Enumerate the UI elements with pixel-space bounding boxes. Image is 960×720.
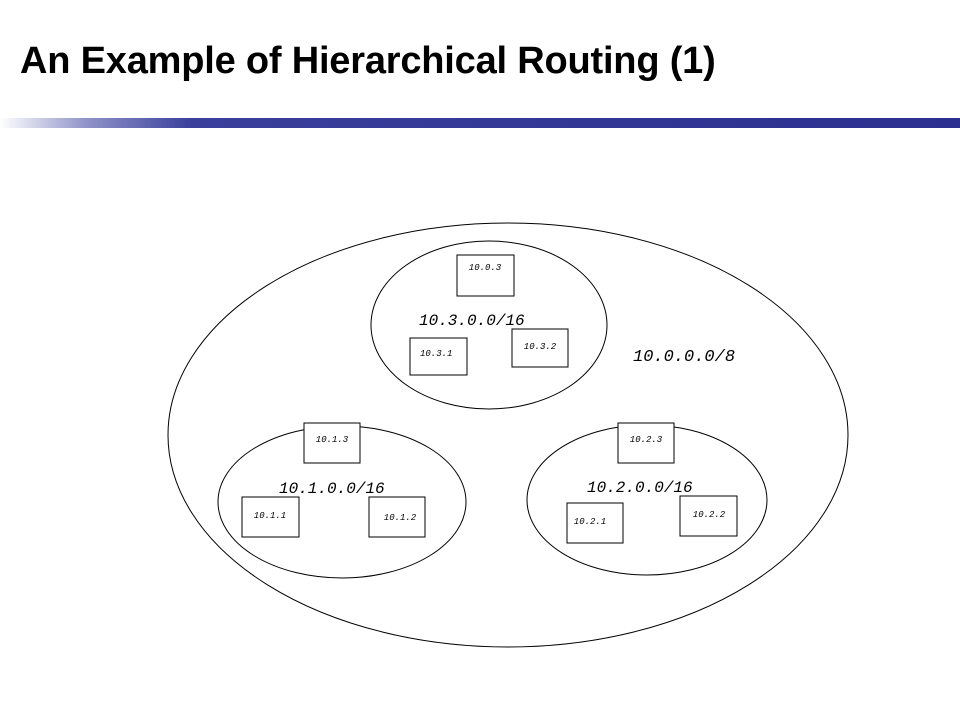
slide-title: An Example of Hierarchical Routing (1) [20, 40, 716, 82]
router-box: 10.1.2 [368, 496, 426, 538]
network-10-0-0-0-8 [167, 222, 849, 648]
subnet-left-label: 10.1.0.0/16 [279, 480, 385, 498]
router-box: 10.2.2 [679, 495, 738, 537]
router-box: 10.2.3 [617, 422, 675, 464]
router-label: 10.1.3 [316, 435, 349, 445]
subnet-top-label: 10.3.0.0/16 [419, 312, 525, 330]
router-box: 10.1.1 [241, 496, 300, 538]
router-label: 10.2.1 [574, 517, 606, 527]
router-label: 10.3.2 [524, 342, 557, 352]
router-label: 10.3.1 [420, 349, 452, 359]
subnet-top-ellipse [370, 240, 608, 410]
router-label: 10.1.1 [254, 511, 286, 521]
outer-network-label: 10.0.0.0/8 [633, 348, 735, 367]
router-label: 10.0.3 [469, 263, 502, 273]
router-box: 10.3.2 [511, 328, 569, 368]
router-box: 10.0.3 [456, 254, 515, 297]
router-box: 10.1.3 [303, 422, 361, 464]
router-label: 10.2.2 [693, 510, 726, 520]
router-box: 10.2.1 [566, 502, 624, 544]
subnet-right-label: 10.2.0.0/16 [587, 479, 693, 497]
title-rule [0, 118, 960, 128]
router-label: 10.2.3 [630, 435, 663, 445]
router-label: 10.1.2 [384, 513, 417, 523]
router-box: 10.3.1 [409, 337, 468, 376]
